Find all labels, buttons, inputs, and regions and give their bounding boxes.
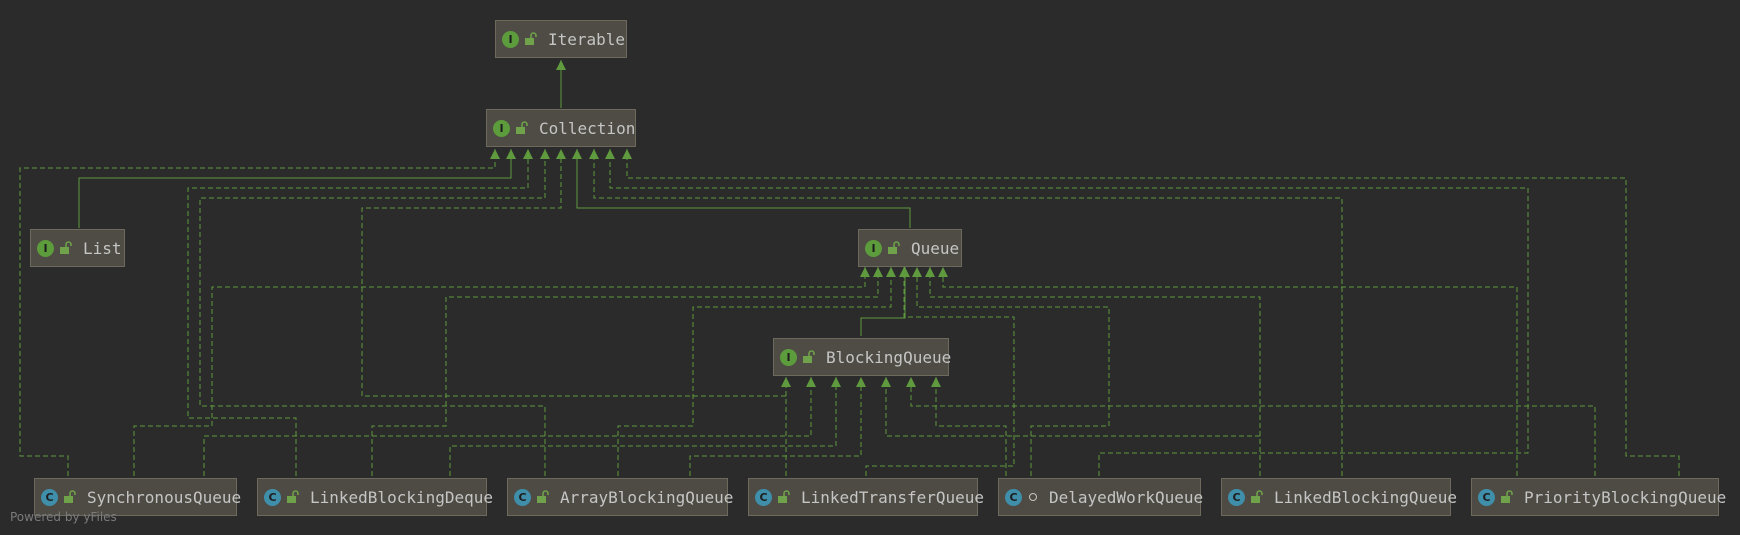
node-label: DelayedWorkQueue xyxy=(1049,487,1204,507)
unlocked-icon xyxy=(1501,490,1513,503)
node-label: BlockingQueue xyxy=(826,347,952,367)
unlocked-icon xyxy=(537,490,549,503)
node-linked-transfer-queue[interactable]: C LinkedTransferQueue xyxy=(748,478,984,516)
edge-linkedblockingqueue-queue xyxy=(925,267,1261,476)
node-synchronous-queue[interactable]: C SynchronousQueue xyxy=(34,478,241,516)
edge-linkedblockingdeque-queue xyxy=(371,267,883,476)
node-label: LinkedBlockingQueue xyxy=(1274,487,1458,507)
edge-linkedtransferqueue-queue xyxy=(865,267,1015,476)
edge-linkedblockingqueue-blockingqueue xyxy=(881,377,1261,476)
node-label: Collection xyxy=(539,118,636,138)
node-linked-blocking-deque[interactable]: C LinkedBlockingDeque xyxy=(257,478,493,516)
class-icon: C xyxy=(1478,488,1495,506)
node-label: LinkedTransferQueue xyxy=(801,487,985,507)
unlocked-icon xyxy=(778,490,790,503)
unlocked-icon xyxy=(1251,490,1263,503)
unlocked-icon xyxy=(60,241,72,254)
edge-arrayblockingqueue-blockingqueue xyxy=(689,377,866,476)
unlocked-icon xyxy=(525,32,537,45)
node-label: PriorityBlockingQueue xyxy=(1524,487,1727,507)
node-label: Queue xyxy=(911,238,960,258)
powered-by-footer: Powered by yFiles xyxy=(10,510,117,524)
edge-blockingqueue-extends-queue xyxy=(860,267,910,336)
class-icon: C xyxy=(1005,488,1022,506)
node-delayed-work-queue[interactable]: C DelayedWorkQueue xyxy=(998,478,1204,516)
unlocked-icon xyxy=(888,241,900,254)
edge-synchronousqueue-collection xyxy=(19,149,500,476)
edge-list-extends-collection xyxy=(78,149,516,228)
interface-icon: I xyxy=(780,348,797,366)
node-array-blocking-queue[interactable]: C ArrayBlockingQueue xyxy=(507,478,733,516)
node-priority-blocking-queue[interactable]: C PriorityBlockingQueue xyxy=(1471,478,1726,516)
edge-queue-extends-collection xyxy=(572,149,911,228)
package-private-icon xyxy=(1029,493,1037,501)
edge-synchronousqueue-queue xyxy=(133,267,870,476)
interface-icon: I xyxy=(37,239,54,257)
class-icon: C xyxy=(755,488,772,506)
edge-arrayblockingqueue-queue xyxy=(617,267,896,476)
edge-synchronousqueue-blockingqueue xyxy=(203,377,816,476)
node-iterable[interactable]: I Iterable xyxy=(495,20,627,58)
edge-delayedworkqueue-collection xyxy=(605,149,1529,476)
node-label: List xyxy=(83,238,122,258)
node-linked-blocking-queue[interactable]: C LinkedBlockingQueue xyxy=(1221,478,1457,516)
node-list[interactable]: I List xyxy=(30,229,125,267)
node-label: ArrayBlockingQueue xyxy=(560,487,734,507)
interface-icon: I xyxy=(493,119,510,137)
unlocked-icon xyxy=(64,490,76,503)
node-collection[interactable]: I Collection xyxy=(486,109,636,147)
edge-delayedworkqueue-blockingqueue xyxy=(931,377,1007,476)
class-icon: C xyxy=(1228,488,1245,506)
node-label: Iterable xyxy=(548,29,626,49)
edge-delayedworkqueue-queue xyxy=(912,267,1110,476)
unlocked-icon xyxy=(803,350,815,363)
edge-priorityblockingqueue-collection xyxy=(622,149,1680,476)
interface-icon: I xyxy=(865,239,882,257)
edge-linkedblockingdeque-collection xyxy=(187,149,533,476)
edge-linkedblockingqueue-collection xyxy=(589,149,1343,476)
node-label: SynchronousQueue xyxy=(87,487,242,507)
class-icon: C xyxy=(264,488,281,506)
edge-priorityblockingqueue-queue xyxy=(938,267,1518,476)
node-queue[interactable]: I Queue xyxy=(858,229,962,267)
interface-icon: I xyxy=(502,30,519,48)
node-blocking-queue[interactable]: I BlockingQueue xyxy=(773,338,952,376)
edge-arrayblockingqueue-collection xyxy=(199,149,550,476)
class-icon: C xyxy=(514,488,531,506)
node-label: LinkedBlockingDeque xyxy=(310,487,494,507)
unlocked-icon xyxy=(287,490,299,503)
unlocked-icon xyxy=(516,121,528,134)
edge-priorityblockingqueue-blockingqueue xyxy=(906,377,1596,476)
edge-linkedblockingdeque-blockingqueue xyxy=(449,377,841,476)
class-icon: C xyxy=(41,488,58,506)
